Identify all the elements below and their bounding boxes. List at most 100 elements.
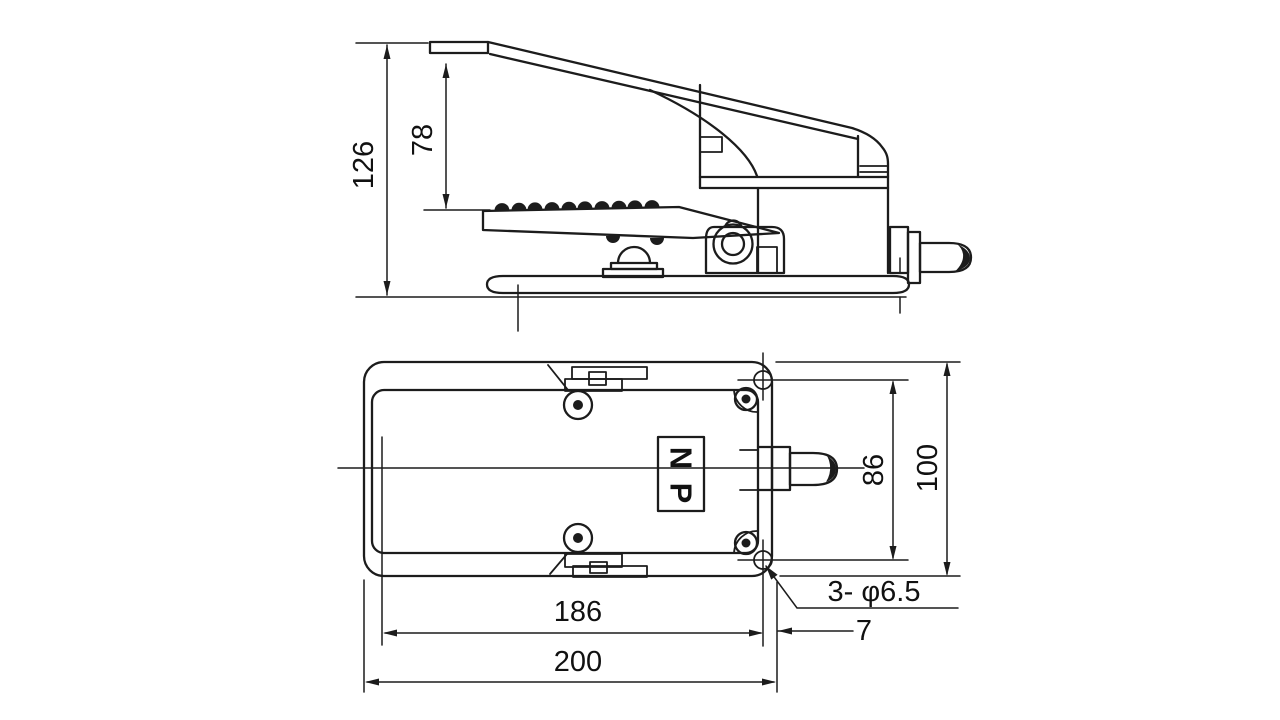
arrow-left-icon xyxy=(383,629,397,637)
dim-inner-length: 186 xyxy=(381,436,763,646)
rubber-stop xyxy=(650,238,664,245)
hinge-top xyxy=(547,364,648,392)
switch-housing xyxy=(698,83,890,275)
hinge-bracket xyxy=(704,225,786,275)
side-plunger xyxy=(739,445,839,492)
arrow-up-icon xyxy=(383,45,391,59)
dim-hole-spacing-width-label: 86 xyxy=(858,454,890,486)
hinge-bottom xyxy=(549,553,648,578)
np-marking: N P xyxy=(656,435,706,513)
guard-cover xyxy=(428,40,890,179)
screw-ear-bottom xyxy=(733,530,759,554)
screw-center xyxy=(741,538,751,548)
dim-overall-width-label: 100 xyxy=(912,444,944,492)
np-letter-p: P xyxy=(664,483,699,504)
mounting-hole-top xyxy=(753,352,773,401)
housing-band xyxy=(698,175,890,190)
dim-hole-edge-offset-label: 7 xyxy=(856,615,872,647)
gland-nut xyxy=(906,230,922,285)
mounting-holes-label: 3- φ6.5 xyxy=(828,576,921,608)
leader-line xyxy=(765,565,959,609)
screw-center xyxy=(741,394,751,404)
bracket-window xyxy=(756,246,778,274)
arrow-down-icon xyxy=(383,281,391,295)
guard-brace-curve xyxy=(648,88,759,178)
tread-bump xyxy=(627,200,643,208)
dim-overall-length-label: 200 xyxy=(554,646,602,678)
rubber-stop xyxy=(606,236,620,243)
plunger-tip xyxy=(788,451,839,487)
tread-bump xyxy=(527,202,543,210)
pedal-outline xyxy=(481,205,781,240)
tread-bump xyxy=(511,202,527,211)
dim-overall-width: 100 xyxy=(775,361,961,577)
arrow-up-icon xyxy=(889,380,897,394)
dim-hole-edge-offset: 7 xyxy=(776,581,872,693)
pedal-plate xyxy=(481,200,781,245)
screw-head xyxy=(562,389,594,421)
tread-bump xyxy=(611,200,627,209)
guard-top-edge xyxy=(486,40,890,178)
hinge-assembly xyxy=(704,219,786,275)
leader-arrow-icon xyxy=(766,566,778,580)
body-outline xyxy=(370,388,760,555)
arrow-down-icon xyxy=(889,546,897,560)
dim-overall-length: 200 xyxy=(363,579,776,693)
tread-bump xyxy=(494,203,510,211)
tread-bump xyxy=(561,201,577,210)
arrow-right-icon xyxy=(762,678,776,686)
cover-screw-top xyxy=(562,389,594,421)
arrow-up-icon xyxy=(943,362,951,376)
arrow-left-icon xyxy=(778,627,792,635)
np-letter-n: N xyxy=(664,447,699,469)
hinge-knuckle xyxy=(589,561,608,574)
plan-view: N P 86 100 xyxy=(337,352,961,693)
dim-pedal-front-height: 78 xyxy=(407,63,450,209)
plunger-shading xyxy=(826,456,836,482)
cable-plug xyxy=(918,241,973,274)
plunger-opening xyxy=(756,445,774,492)
plunger-seat-lines xyxy=(739,449,759,491)
screw-center xyxy=(573,400,583,410)
arrow-down-icon xyxy=(943,562,951,576)
tread-bump xyxy=(544,202,560,210)
gland-block xyxy=(888,225,910,275)
button-dome xyxy=(616,245,652,265)
arrow-down-icon xyxy=(442,194,450,208)
cover-screw-bottom xyxy=(562,522,594,554)
side-view: 126 78 xyxy=(348,40,973,332)
guard-step-lines xyxy=(859,165,889,173)
guard-inner-edge xyxy=(488,52,860,141)
plug-shading xyxy=(955,244,970,272)
dim-inner-length-label: 186 xyxy=(554,596,602,628)
tread-bump xyxy=(577,201,593,209)
arrow-right-icon xyxy=(749,629,763,637)
hinge-leaf xyxy=(572,565,648,578)
corner-screw-bottom xyxy=(733,530,759,556)
pedal-tread-bumps xyxy=(494,200,660,211)
pedal-stops xyxy=(606,236,664,245)
guard-front-lip xyxy=(428,40,490,55)
tread-bump xyxy=(594,201,610,209)
screw-center xyxy=(573,533,583,543)
actuator-button xyxy=(601,245,665,279)
screw-head xyxy=(562,522,594,554)
np-marking-box xyxy=(656,435,706,513)
hinge-leaf xyxy=(564,553,623,568)
arrow-left-icon xyxy=(365,678,379,686)
dim-pedal-front-height-label: 78 xyxy=(407,124,439,156)
tread-bump xyxy=(644,200,660,208)
hinge-leaf xyxy=(564,378,623,392)
base-plate-outline xyxy=(485,274,911,295)
screw-head xyxy=(733,530,759,556)
pivot-inner-circle xyxy=(720,231,746,257)
hinge-knuckle xyxy=(588,371,607,386)
pivot-outer-circle xyxy=(712,223,754,265)
dim-overall-height-label: 126 xyxy=(348,141,380,189)
cable-gland xyxy=(888,225,973,285)
corner-screw-top xyxy=(733,386,759,412)
hinge-leaf xyxy=(571,366,648,380)
dim-hole-spacing-width: 86 xyxy=(737,379,909,561)
screw-head xyxy=(733,386,759,412)
